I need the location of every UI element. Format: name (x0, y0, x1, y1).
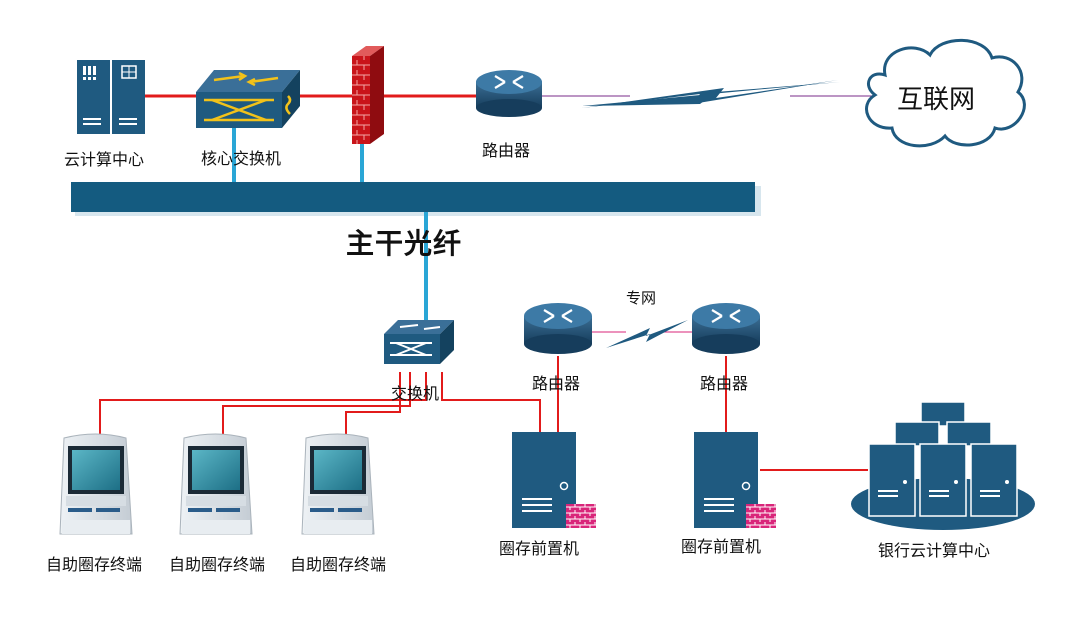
bank-dc-icon (851, 401, 1035, 530)
lower-links (99, 356, 868, 471)
router-right-icon (692, 303, 760, 354)
backbone-bus (71, 182, 761, 216)
access-switch-icon (384, 320, 454, 364)
router-left-icon (524, 303, 592, 354)
cloud-dc-icon (77, 60, 145, 134)
router-top-icon (476, 70, 542, 117)
private-net-lightning (606, 320, 688, 348)
label-router-right: 路由器 (700, 374, 749, 393)
label-kiosk-2: 自助圈存终端 (169, 555, 266, 574)
kiosk-2-icon (179, 433, 253, 535)
front-server-2-icon (694, 432, 776, 528)
label-core-switch: 核心交换机 (201, 149, 282, 168)
label-kiosk-3: 自助圈存终端 (290, 555, 387, 574)
label-cloud-dc: 云计算中心 (64, 150, 145, 169)
core-switch-icon (196, 70, 300, 128)
label-internet: 互联网 (897, 85, 976, 115)
label-backbone: 主干光纤 (346, 227, 463, 260)
internet-cloud-icon (865, 38, 1026, 148)
kiosk-1-icon (59, 433, 133, 535)
label-private-net: 专网 (626, 289, 657, 307)
label-router-left: 路由器 (532, 374, 581, 393)
top-links (144, 94, 872, 182)
label-access-switch: 交换机 (391, 384, 440, 403)
label-front-1: 圈存前置机 (499, 539, 580, 558)
wan-lightning-bolt (582, 80, 838, 108)
label-kiosk-1: 自助圈存终端 (46, 555, 143, 574)
label-router-top: 路由器 (482, 141, 531, 160)
label-bank-dc: 银行云计算中心 (878, 541, 991, 560)
kiosk-3-icon (301, 433, 375, 535)
front-server-1-icon (512, 432, 596, 528)
label-front-2: 圈存前置机 (681, 537, 762, 556)
firewall-icon (352, 46, 384, 144)
